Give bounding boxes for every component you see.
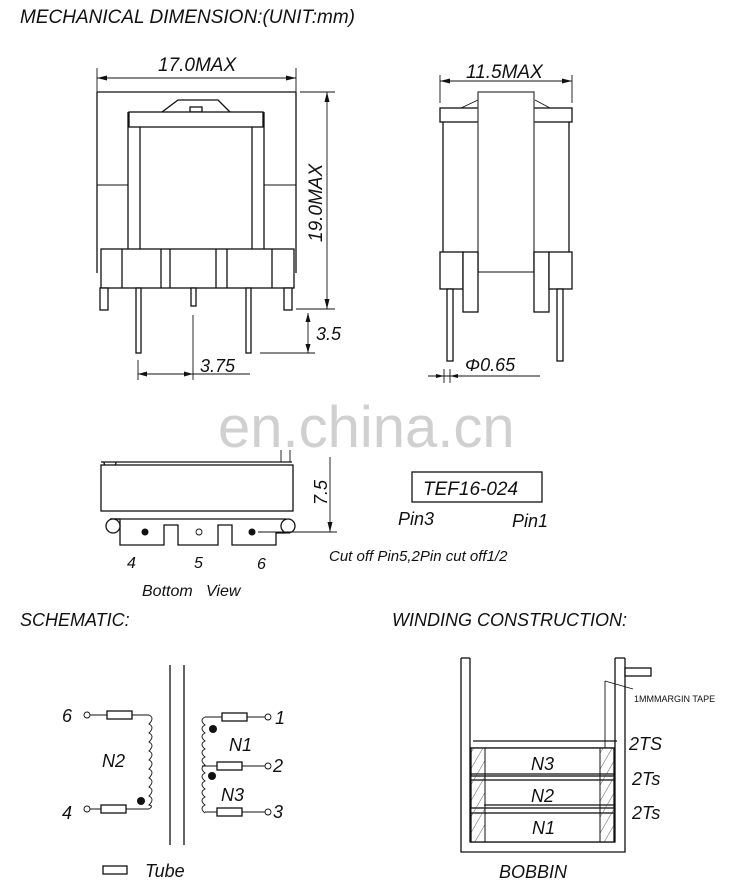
schematic-drawing bbox=[83, 665, 272, 845]
margin-tape-label: 1MMMARGIN TAPE bbox=[634, 694, 715, 704]
tube-marker bbox=[100, 804, 127, 814]
schematic-pin-4: 4 bbox=[62, 803, 72, 823]
bobbin-layer-n3: N3 bbox=[531, 754, 554, 774]
schematic-pin-2: 2 bbox=[272, 756, 283, 776]
tube-marker bbox=[106, 710, 133, 720]
tube-legend-label: Tube bbox=[145, 861, 185, 881]
schematic-pin-3: 3 bbox=[273, 802, 283, 822]
bottom-pin-4: 4 bbox=[127, 555, 136, 572]
bottom-pin-6: 6 bbox=[257, 556, 266, 573]
bottom-view-caption: Bottom View bbox=[142, 583, 242, 600]
pin1-label: Pin1 bbox=[512, 511, 548, 531]
bobbin-layer-n1: N1 bbox=[532, 818, 555, 838]
tube-legend-icon bbox=[102, 865, 128, 875]
winding-n2-label: N2 bbox=[102, 751, 125, 771]
title-winding: WINDING CONSTRUCTION: bbox=[392, 610, 627, 630]
part-number-box bbox=[411, 471, 543, 503]
tube-marker bbox=[216, 761, 243, 771]
tube-marker bbox=[216, 807, 243, 817]
bobbin-drawing bbox=[460, 657, 652, 853]
dim-pin-pitch: 3.75 bbox=[200, 356, 236, 376]
title-schematic: SCHEMATIC: bbox=[20, 610, 130, 630]
title-mechanical: MECHANICAL DIMENSION:(UNIT:mm) bbox=[20, 7, 355, 28]
dim-width-17: 17.0MAX bbox=[158, 55, 237, 76]
dim-pin-length: 3.5 bbox=[316, 324, 342, 344]
side-view-drawing bbox=[428, 75, 573, 383]
front-view-drawing bbox=[96, 68, 335, 380]
dim-width-11-5: 11.5MAX bbox=[466, 62, 544, 83]
bottom-pin-5: 5 bbox=[194, 555, 203, 572]
bottom-view-drawing bbox=[100, 450, 337, 546]
tape-label-bottom: 2Ts bbox=[631, 803, 660, 823]
bobbin-label: BOBBIN bbox=[499, 862, 568, 882]
schematic-pin-6: 6 bbox=[62, 706, 73, 726]
dim-height-19: 19.0MAX bbox=[306, 163, 327, 242]
watermark: en.china.cn bbox=[218, 395, 515, 460]
bobbin-layer-n2: N2 bbox=[531, 786, 554, 806]
tape-label-top: 2TS bbox=[628, 734, 662, 754]
cut-off-note: Cut off Pin5,2Pin cut off1/2 bbox=[329, 548, 508, 565]
dim-height-7-5: 7.5 bbox=[311, 479, 331, 505]
dim-pin-diameter: Φ0.65 bbox=[465, 355, 516, 375]
winding-n3-label: N3 bbox=[221, 785, 244, 805]
schematic-pin-1: 1 bbox=[275, 708, 285, 728]
tape-label-middle: 2Ts bbox=[631, 769, 660, 789]
part-number: TEF16-024 bbox=[423, 479, 518, 500]
pin3-label: Pin3 bbox=[398, 509, 434, 529]
winding-n1-label: N1 bbox=[229, 735, 252, 755]
tube-marker bbox=[221, 712, 248, 722]
